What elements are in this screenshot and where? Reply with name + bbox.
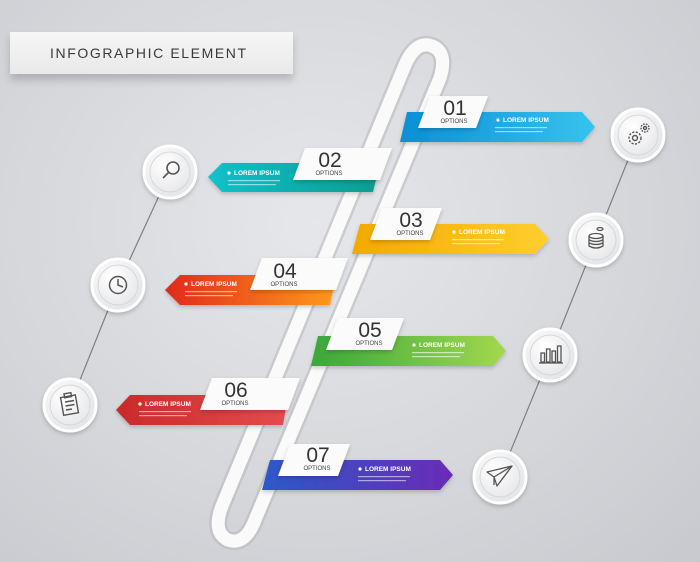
step-number: 02 <box>318 149 341 172</box>
clock-icon <box>108 275 128 295</box>
paper-plane-icon-badge <box>472 449 528 505</box>
step-1-card <box>418 96 488 128</box>
step-number: 03 <box>399 209 422 232</box>
step-sub: OPTIONS <box>396 231 423 237</box>
magnifier-icon <box>162 161 180 179</box>
step-sub: OPTIONS <box>303 466 330 472</box>
step-number: 05 <box>358 319 381 342</box>
coins-icon-badge <box>568 212 624 268</box>
clipboard-icon-badge <box>42 377 98 433</box>
step-4-card <box>250 258 348 290</box>
step-4-label: LOREM IPSUM <box>184 281 237 297</box>
step-sub: OPTIONS <box>221 401 248 407</box>
step-2-card <box>293 148 392 180</box>
step-3-label: LOREM IPSUM <box>452 229 505 245</box>
step-6-card <box>200 378 300 410</box>
step-7-label: LOREM IPSUM <box>358 466 411 482</box>
step-number: 06 <box>224 379 247 402</box>
paper-plane-icon <box>486 465 513 487</box>
step-3-card <box>370 208 442 240</box>
bar-chart-icon <box>539 345 563 364</box>
step-sub: OPTIONS <box>270 282 297 288</box>
coins-icon <box>588 226 604 249</box>
clock-icon-badge <box>90 257 146 313</box>
step-sub: OPTIONS <box>315 171 342 177</box>
step-sub: OPTIONS <box>440 119 467 125</box>
svg-text:LOREM IPSUM: LOREM IPSUM <box>365 466 411 473</box>
svg-text:LOREM IPSUM: LOREM IPSUM <box>419 342 465 349</box>
step-number: 01 <box>443 97 466 120</box>
step-2-label: LOREM IPSUM <box>227 170 280 186</box>
step-number: 04 <box>273 260 297 283</box>
step-7-card <box>278 444 350 476</box>
step-5-card <box>326 318 404 350</box>
clipboard-icon <box>59 391 80 417</box>
svg-text:LOREM IPSUM: LOREM IPSUM <box>191 281 237 288</box>
gears-icon-badge <box>610 107 666 163</box>
step-number: 07 <box>306 444 329 467</box>
svg-text:LOREM IPSUM: LOREM IPSUM <box>459 229 505 236</box>
gears-icon <box>628 123 650 145</box>
title-banner: INFOGRAPHIC ELEMENT <box>10 32 293 74</box>
bar-chart-icon-badge <box>522 327 578 383</box>
step-sub: OPTIONS <box>355 341 382 347</box>
svg-text:LOREM IPSUM: LOREM IPSUM <box>145 401 191 408</box>
pill-track <box>209 35 452 550</box>
step-1-label: LOREM IPSUM <box>495 117 549 133</box>
svg-text:LOREM IPSUM: LOREM IPSUM <box>503 117 549 124</box>
svg-text:LOREM IPSUM: LOREM IPSUM <box>234 170 280 177</box>
step-6-label: LOREM IPSUM <box>138 401 191 417</box>
page-title: INFOGRAPHIC ELEMENT <box>50 45 248 61</box>
magnifier-icon-badge <box>142 144 198 200</box>
step-5-label: LOREM IPSUM <box>412 342 465 358</box>
